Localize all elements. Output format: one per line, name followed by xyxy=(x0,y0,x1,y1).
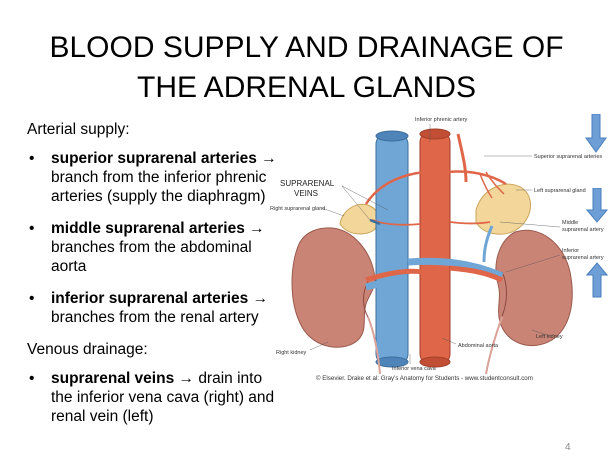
inferior-vena-cava-shape xyxy=(375,133,409,365)
label-inferior-suprarenal-artery-2: suprarenal artery xyxy=(562,255,604,261)
figure-credit: © Elsevier. Drake et al: Gray's Anatomy … xyxy=(316,375,533,382)
right-renal-vein xyxy=(365,280,379,291)
aorta-bottom-opening xyxy=(419,356,451,368)
aorta-top-opening xyxy=(419,128,451,140)
ivc-top-opening xyxy=(375,130,409,142)
bullet-bold-text: superior suprarenal arteries xyxy=(51,150,257,167)
left-kidney-hilum xyxy=(501,271,507,317)
bullet-middle-suprarenal: • middle suprarenal arteries → branches … xyxy=(27,219,277,276)
label-right-suprarenal-gland: Right suprarenal gland xyxy=(270,206,325,212)
inferior-phrenic-artery-right xyxy=(364,170,426,205)
right-ureter xyxy=(367,316,381,375)
bullet-bold-text: suprarenal veins xyxy=(51,370,175,387)
label-suprarenal-veins-1: SUPRARENAL xyxy=(280,179,335,188)
label-middle-suprarenal-artery-1: Middle xyxy=(562,220,578,226)
superior-suprarenal-arteries xyxy=(479,171,505,199)
page-number: 4 xyxy=(565,442,571,453)
title-line-1: BLOOD SUPPLY AND DRAINAGE OF xyxy=(49,31,564,64)
bullet-bold-text: middle suprarenal arteries xyxy=(51,220,245,237)
up-arrow-icon xyxy=(586,262,608,298)
bullet-text: → branch from the inferior phrenic arter… xyxy=(51,150,277,205)
label-inferior-vena-cava: Inferior vena cava xyxy=(392,366,437,372)
label-abdominal-aorta: Abdominal aorta xyxy=(458,343,499,349)
label-inferior-suprarenal-artery-1: Inferior xyxy=(562,248,579,254)
bullet-text: → branches from the renal artery xyxy=(51,290,269,326)
title-line-2: THE ADRENAL GLANDS xyxy=(137,71,476,104)
right-renal-artery xyxy=(365,268,423,283)
bullet-symbol: • xyxy=(29,150,35,167)
left-suprarenal-vein xyxy=(482,225,494,263)
slide-title: BLOOD SUPPLY AND DRAINAGE OF THE ADRENAL… xyxy=(30,28,583,108)
label-suprarenal-veins-2: VEINS xyxy=(294,189,318,198)
arterial-supply-heading: Arterial supply: xyxy=(27,121,130,138)
bullet-text: → drain into the inferior vena cava (rig… xyxy=(51,370,275,425)
bullet-symbol: • xyxy=(29,370,35,387)
anatomy-illustration: Inferior phrenic artery SUPRARENAL VEINS… xyxy=(270,117,604,382)
bullet-text: → branches from the abdominal aorta xyxy=(51,220,265,275)
left-renal-vein xyxy=(407,257,504,280)
down-arrow-icon xyxy=(586,188,608,223)
venous-drainage-heading: Venous drainage: xyxy=(27,341,148,358)
left-suprarenal-gland-shape xyxy=(475,183,531,235)
leader-lines xyxy=(309,124,561,364)
label-inferior-phrenic-artery: Inferior phrenic artery xyxy=(415,117,468,123)
ivc-bottom-opening xyxy=(375,356,409,368)
label-middle-suprarenal-artery-2: suprarenal artery xyxy=(562,227,604,233)
label-left-kidney: Left kidney xyxy=(536,334,563,340)
left-phrenic-branch xyxy=(456,133,468,183)
down-arrow-icon xyxy=(585,114,607,153)
bullet-symbol: • xyxy=(29,290,35,307)
right-suprarenal-vein xyxy=(369,218,381,226)
middle-suprarenal-artery xyxy=(449,221,491,225)
right-suprarenal-gland-shape xyxy=(339,203,380,235)
bullet-bold-text: inferior suprarenal arteries xyxy=(51,290,249,307)
left-kidney-shape xyxy=(495,229,573,347)
bullet-inferior-suprarenal: • inferior suprarenal arteries → branche… xyxy=(27,289,277,327)
right-kidney-shape xyxy=(291,227,376,348)
label-right-kidney: Right kidney xyxy=(276,350,307,356)
label-superior-suprarenal-arteries: Superior suprarenal arteries xyxy=(534,154,602,160)
bullet-suprarenal-veins: • suprarenal veins → drain into the infe… xyxy=(27,369,277,426)
bullet-symbol: • xyxy=(29,220,35,237)
abdominal-aorta-shape xyxy=(419,131,451,365)
slide-body-text: Arterial supply: • superior suprarenal a… xyxy=(27,120,277,439)
bullet-superior-suprarenal: • superior suprarenal arteries → branch … xyxy=(27,149,277,206)
label-left-suprarenal-gland: Left suprarenal gland xyxy=(534,188,586,194)
left-ureter xyxy=(485,316,503,375)
left-renal-artery xyxy=(449,265,504,283)
inferior-phrenic-artery-left xyxy=(447,170,507,186)
adrenal-anatomy-figure: Inferior phrenic artery SUPRARENAL VEINS… xyxy=(270,112,610,382)
